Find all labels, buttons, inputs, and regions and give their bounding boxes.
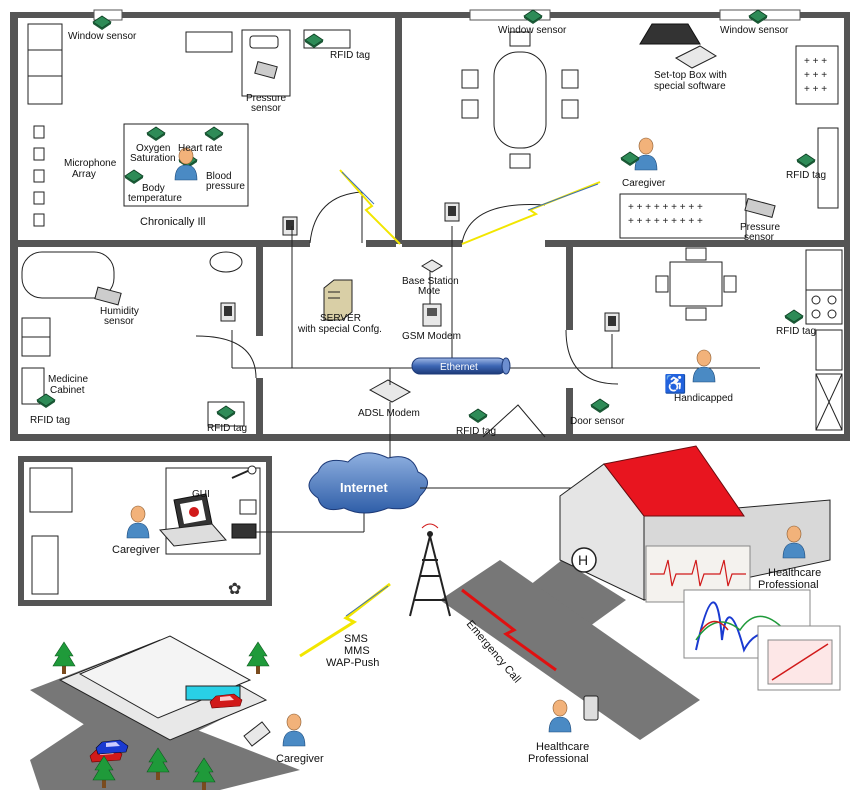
blood-pressure-label-a: Blood bbox=[206, 171, 232, 182]
handicapped-label: Handicapped bbox=[674, 393, 733, 404]
oxygen-label-b: Saturation bbox=[130, 153, 176, 164]
wap-push-label: WAP-Push bbox=[326, 657, 379, 669]
pda-icon bbox=[583, 695, 599, 721]
blood-pressure-label-b: pressure bbox=[206, 181, 245, 192]
medical-charts bbox=[645, 545, 841, 691]
microphone-array-label-a: Microphone bbox=[64, 158, 117, 169]
adsl-modem-label: ADSL Modem bbox=[358, 408, 420, 419]
door-sensor-icon bbox=[590, 398, 610, 414]
window-sensor-label-1: Window sensor bbox=[68, 31, 137, 42]
caregiver-office-person-icon bbox=[126, 505, 150, 539]
rfid-tag-label-4: RFID tag bbox=[207, 423, 247, 434]
pressure-sensor-label-1a: Pressure bbox=[246, 93, 286, 104]
sms-label: SMS bbox=[344, 633, 368, 645]
bathroom bbox=[21, 251, 245, 427]
plant-icon: ✿ bbox=[228, 581, 241, 598]
window-sensor-label-3: Window sensor bbox=[720, 25, 789, 36]
ethernet-label: Ethernet bbox=[440, 362, 478, 373]
caregiver-office-label: Caregiver bbox=[112, 544, 160, 556]
tree-icon bbox=[246, 641, 270, 675]
pressure-sensor-label-1b: sensor bbox=[251, 103, 282, 114]
chronically-ill-label: Chronically Ill bbox=[140, 216, 205, 228]
pressure-sensor-label-2b: sensor bbox=[744, 232, 775, 243]
body-temp-label-b: temperature bbox=[128, 193, 182, 204]
server-icon bbox=[323, 279, 353, 321]
tree-icon bbox=[52, 641, 76, 675]
server-label-b: with special Confg. bbox=[297, 324, 382, 335]
gsm-modem-label: GSM Modem bbox=[402, 331, 461, 342]
ethernet-cable-icon bbox=[411, 357, 511, 375]
handicapped-person-icon bbox=[692, 349, 716, 383]
pressure-sensor-label-2a: Pressure bbox=[740, 222, 780, 233]
hospital-sign: H bbox=[578, 552, 588, 568]
base-station-label-a: Base Station bbox=[402, 276, 459, 287]
kitchen-handicapped: ♿ bbox=[604, 247, 843, 431]
caregiver-room-label: Caregiver bbox=[622, 178, 666, 189]
house-walls bbox=[10, 9, 850, 441]
microphone-array-label-b: Array bbox=[72, 169, 96, 180]
caregiver-office: ✿ bbox=[18, 456, 365, 606]
door-lock-icon bbox=[220, 302, 236, 322]
door-sensor-label: Door sensor bbox=[570, 416, 625, 427]
rfid-sensor-icon bbox=[784, 309, 804, 325]
body-temp-label-a: Body bbox=[142, 183, 165, 194]
wheelchair-icon: ♿ bbox=[664, 373, 686, 394]
rfid-tag-label-6: RFID tag bbox=[776, 326, 816, 337]
wireless-link-icons bbox=[339, 169, 601, 245]
cell-tower-icon bbox=[409, 523, 451, 617]
door-lock-icon bbox=[604, 312, 620, 332]
healthcare-prof-bottom-label-a: Healthcare bbox=[536, 741, 589, 753]
oxygen-label-a: Oxygen bbox=[136, 143, 170, 154]
rfid-tag-label-2: RFID tag bbox=[786, 170, 826, 181]
internet-label: Internet bbox=[340, 480, 388, 495]
mms-label: MMS bbox=[344, 645, 370, 657]
rfid-sensor-icon bbox=[468, 408, 488, 424]
svg-text:+ + + + + + + + +: + + + + + + + + + bbox=[628, 202, 703, 213]
door-lock-icon bbox=[444, 202, 460, 222]
caregiver-street-label: Caregiver bbox=[276, 753, 324, 765]
gui-label: GUI bbox=[192, 489, 210, 500]
humidity-label-a: Humidity bbox=[100, 306, 139, 317]
svg-text:+ + +: + + + bbox=[804, 70, 827, 81]
window-sensor-label-2: Window sensor bbox=[498, 25, 567, 36]
set-top-box-label-a: Set-top Box with bbox=[654, 70, 727, 81]
laptop-icon bbox=[158, 493, 228, 547]
healthcare-prof-top-label-b: Professional bbox=[758, 579, 819, 591]
medicine-cabinet-label-b: Cabinet bbox=[50, 385, 85, 396]
mobile-phone-icon bbox=[243, 721, 271, 747]
svg-text:+ + +: + + + bbox=[804, 84, 827, 95]
medicine-cabinet-label-a: Medicine bbox=[48, 374, 88, 385]
bedroom-chronically-ill bbox=[27, 15, 351, 236]
humidity-label-b: sensor bbox=[104, 316, 135, 327]
server-area bbox=[231, 226, 760, 464]
svg-text:+ + + + + + + + +: + + + + + + + + + bbox=[628, 216, 703, 227]
set-top-box-label-b: special software bbox=[654, 81, 726, 92]
street-scene bbox=[30, 635, 306, 791]
rfid-tag-label-3: RFID tag bbox=[30, 415, 70, 426]
rfid-tag-label-5: RFID tag bbox=[456, 426, 496, 437]
server-label-a: SERVER bbox=[320, 313, 361, 324]
doors bbox=[195, 191, 619, 438]
sms-lightning-icon bbox=[299, 582, 391, 658]
healthcare-prof-bottom-label-b: Professional bbox=[528, 753, 589, 765]
healthcare-prof-top-label-a: Healthcare bbox=[768, 567, 821, 579]
room-caregiver: + + + + + + + + + + + + + + + + + + + + … bbox=[444, 9, 839, 239]
rfid-tag-label-1: RFID tag bbox=[330, 50, 370, 61]
rfid-sensor-icon bbox=[796, 153, 816, 169]
heart-rate-label: Heart rate bbox=[178, 143, 223, 154]
healthcare-professional-phone-icon bbox=[548, 699, 572, 733]
emergency-call-lightning-icon bbox=[461, 588, 557, 672]
caregiver-street-person-icon bbox=[282, 713, 306, 747]
svg-text:+ + +: + + + bbox=[804, 56, 827, 67]
base-station-label-b: Mote bbox=[418, 286, 441, 297]
microphone-array-icon bbox=[33, 125, 45, 227]
door-lock-icon bbox=[282, 216, 298, 236]
caregiver-person-icon bbox=[634, 137, 658, 171]
